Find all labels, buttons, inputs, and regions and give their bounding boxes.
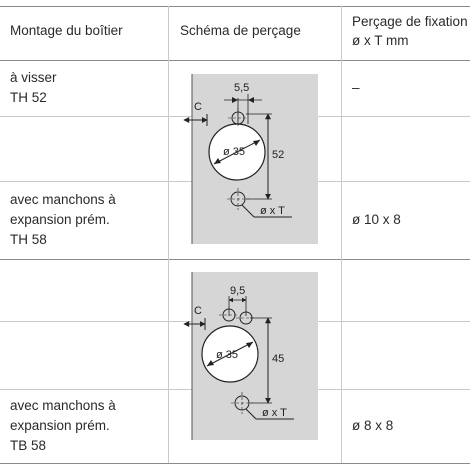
cup-diameter-line — [213, 139, 261, 165]
arrow-icon — [214, 158, 221, 164]
arrow-icon — [253, 140, 260, 146]
hole-label: ø x T — [262, 407, 287, 419]
spacing-label: 9,5 — [230, 285, 245, 297]
fixation-cell: – — [352, 80, 360, 95]
header-montage: Montage du boîtier — [10, 23, 123, 38]
c-label: C — [194, 101, 202, 113]
montage-line: TH 58 — [10, 232, 47, 247]
header-schema: Schéma de perçage — [180, 23, 301, 38]
arrow-icon — [246, 342, 253, 348]
fixation-cell: ø 10 x 8 — [352, 212, 401, 227]
header-fixation: Perçage de fixation — [352, 14, 468, 29]
spacing-label: 5,5 — [234, 82, 249, 94]
montage-cell: à visser TH 52 — [10, 68, 57, 108]
cup-diameter-line — [206, 341, 254, 367]
hole-label: ø x T — [260, 205, 285, 217]
montage-line: expansion prém. — [10, 418, 110, 433]
arrow-icon — [232, 97, 238, 103]
drilling-diagram-th52: C 5,5 ø 35 52 ø x T — [183, 74, 318, 244]
fixation-cell: ø 8 x 8 — [352, 418, 394, 433]
height-label: 52 — [272, 149, 284, 161]
table-bottom-rule — [0, 463, 470, 464]
montage-line: expansion prém. — [10, 212, 110, 227]
section-divider — [0, 259, 470, 260]
height-label: 45 — [272, 353, 284, 365]
header-top-rule — [0, 6, 470, 7]
drilling-diagram-tb58: C 9,5 ø 35 45 ø x T — [183, 272, 318, 440]
montage-line: avec manchons à — [10, 192, 116, 207]
hole-leader-line — [241, 204, 255, 218]
header-bottom-rule — [0, 60, 470, 61]
arrow-icon — [248, 97, 254, 103]
c-label: C — [194, 305, 202, 317]
header-fixation-unit: ø x T mm — [352, 33, 409, 48]
arrow-icon — [207, 360, 214, 366]
column-divider — [341, 6, 342, 463]
montage-cell: avec manchons à expansion prém. TB 58 — [10, 396, 116, 456]
montage-cell: avec manchons à expansion prém. TH 58 — [10, 190, 116, 250]
column-divider — [168, 6, 169, 463]
montage-line: TB 58 — [10, 438, 47, 453]
cup-diameter-label: ø 35 — [223, 146, 245, 158]
cup-diameter-label: ø 35 — [216, 349, 238, 361]
hole-leader-line — [245, 408, 257, 420]
montage-line: avec manchons à — [10, 398, 116, 413]
montage-line: TH 52 — [10, 90, 47, 105]
montage-line: à visser — [10, 70, 57, 85]
